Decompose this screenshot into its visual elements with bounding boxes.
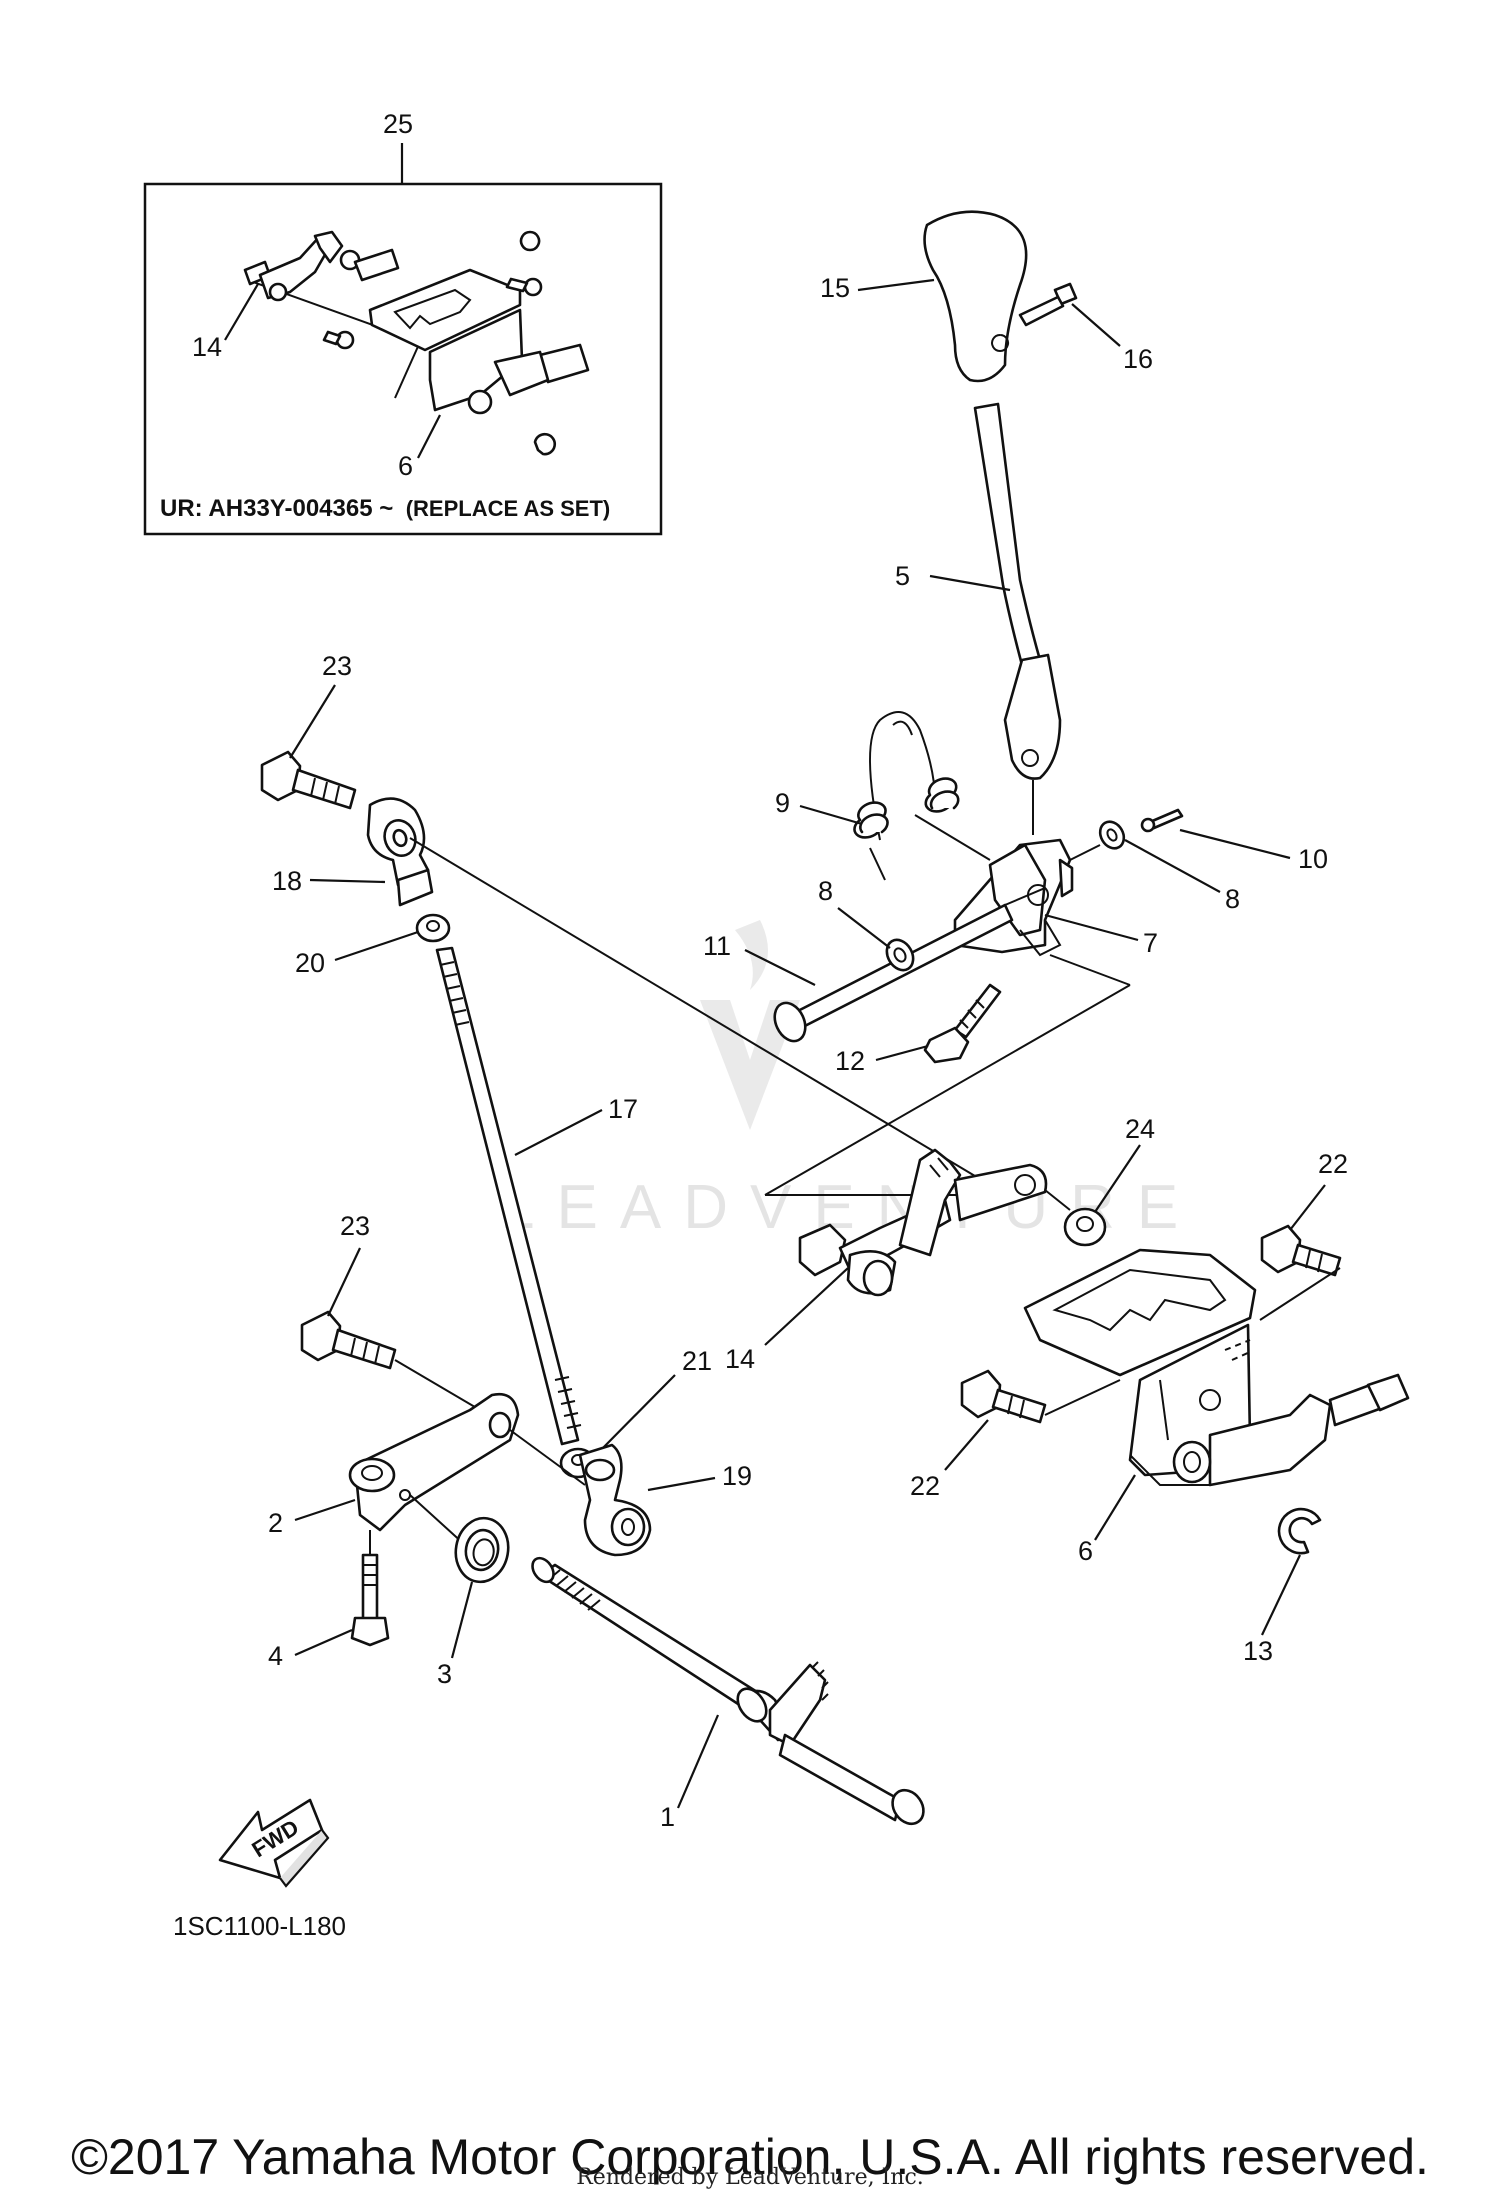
rendered-by-notice: Rendered by LeadVenture, Inc. — [576, 2165, 924, 2190]
inset-note-prefix: UR: AH33Y-004365 ~ — [160, 495, 393, 522]
shift-knob — [923, 210, 1028, 383]
inset-note-suffix: (REPLACE AS SET) — [406, 496, 611, 521]
nut-24 — [1063, 1207, 1107, 1247]
watermark: LEADVENTURE — [500, 920, 1178, 1242]
callout-1: 1 — [660, 1802, 675, 1832]
threaded-rod — [435, 946, 582, 1446]
callout-6: 6 — [1078, 1536, 1093, 1566]
callout-21: 21 — [682, 1346, 712, 1376]
callout-8-right: 8 — [1225, 884, 1240, 914]
callout-23-top: 23 — [322, 651, 352, 681]
copyright-notice: ©2017 Yamaha Motor Corporation, U.S.A. A… — [71, 2129, 1429, 2185]
return-spring — [853, 711, 991, 881]
callout-13: 13 — [1243, 1636, 1273, 1666]
bolt-22-left — [960, 1369, 1047, 1424]
washer-right — [1098, 820, 1126, 850]
inset-callout-6: 6 — [398, 451, 413, 481]
callout-25: 25 — [383, 109, 413, 139]
knob-screw — [1018, 282, 1078, 327]
bolt-upper — [260, 750, 357, 810]
nut-upper — [415, 913, 451, 943]
inset-box: 25 14 6 — [143, 109, 663, 536]
lever-plate — [798, 1148, 1048, 1297]
callout-24: 24 — [1125, 1114, 1155, 1144]
callout-16: 16 — [1123, 344, 1153, 374]
shift-lever-rod — [973, 402, 1062, 780]
callout-20: 20 — [295, 948, 325, 978]
cotter-pin — [1140, 808, 1184, 833]
bolt-lower — [300, 1310, 397, 1370]
callout-7: 7 — [1143, 928, 1158, 958]
callout-23-bottom: 23 — [340, 1211, 370, 1241]
mount-bracket — [1023, 1248, 1410, 1487]
callout-17: 17 — [608, 1094, 638, 1124]
callout-2: 2 — [268, 1508, 283, 1538]
callout-14: 14 — [725, 1344, 755, 1374]
callout-19: 19 — [722, 1461, 752, 1491]
ball-joint-upper — [366, 797, 434, 907]
callout-9: 9 — [775, 788, 790, 818]
callout-8-left: 8 — [818, 876, 833, 906]
callout-18: 18 — [272, 866, 302, 896]
fwd-arrow-icon: FWD — [218, 1798, 330, 1888]
oil-seal — [454, 1516, 510, 1584]
shift-arm — [348, 1392, 520, 1532]
callout-22-right: 22 — [1318, 1149, 1348, 1179]
washer-left — [885, 938, 915, 972]
shift-shaft — [531, 1556, 925, 1826]
callout-11: 11 — [703, 931, 731, 961]
inset-note: UR: AH33Y-004365 ~ (REPLACE AS SET) — [160, 495, 610, 522]
inset-callout-14: 14 — [192, 332, 222, 362]
inset-shift-lever-assembly — [243, 230, 590, 456]
ball-joint-lower — [578, 1443, 652, 1557]
callout-4: 4 — [268, 1641, 283, 1671]
bracket-bolt — [923, 983, 1002, 1064]
arm-bolt — [350, 1553, 390, 1647]
callout-15: 15 — [820, 273, 850, 303]
callout-12: 12 — [835, 1046, 865, 1076]
bolt-22-right — [1260, 1224, 1342, 1277]
diagram-code: 1SC1100-L180 — [173, 1911, 346, 1941]
callout-3: 3 — [437, 1659, 452, 1689]
callout-10: 10 — [1298, 844, 1328, 874]
callout-5: 5 — [895, 561, 910, 591]
callout-22-left: 22 — [910, 1471, 940, 1501]
e-clip — [1277, 1507, 1322, 1555]
